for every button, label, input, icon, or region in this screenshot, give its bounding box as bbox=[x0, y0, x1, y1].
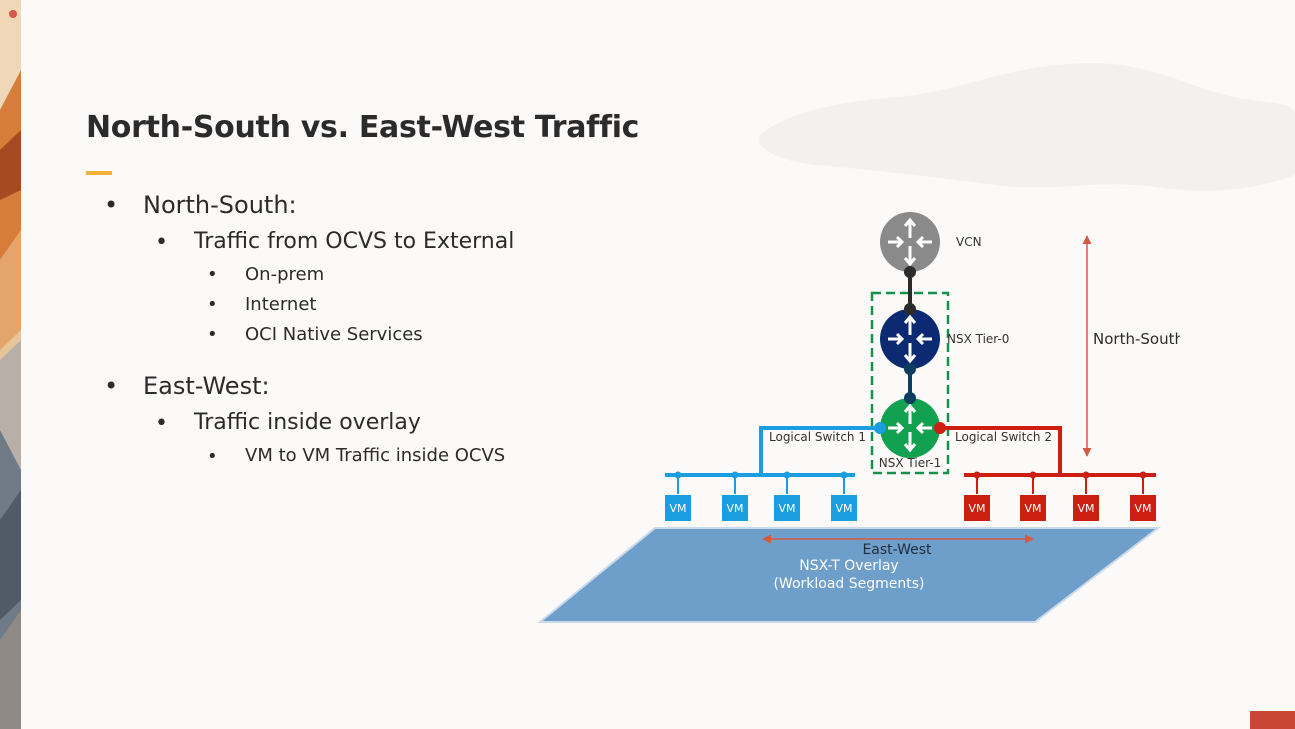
logical-switch-2-label: Logical Switch 2 bbox=[955, 430, 1052, 444]
tier0-label: NSX Tier-0 bbox=[947, 332, 1009, 346]
tier1-label: NSX Tier-1 bbox=[879, 456, 941, 470]
bullet-item: Traffic from OCVS to External bbox=[194, 229, 515, 254]
svg-text:VM: VM bbox=[968, 502, 985, 515]
bullet-dot: • bbox=[207, 324, 218, 345]
bullet-dot: • bbox=[207, 264, 218, 285]
vm-box-red: VM bbox=[1073, 495, 1099, 521]
vcn-router-icon bbox=[880, 212, 940, 272]
slide-title: North-South vs. East-West Traffic bbox=[86, 110, 640, 145]
nsx-edge-box bbox=[870, 291, 950, 475]
bullet-dot: • bbox=[155, 411, 168, 436]
bullet-dot: • bbox=[207, 446, 218, 467]
logical-switch-1-label: Logical Switch 1 bbox=[769, 430, 866, 444]
link-dot bbox=[904, 363, 916, 375]
bullet-item: Internet bbox=[245, 294, 317, 315]
bullet-dot: • bbox=[104, 372, 119, 400]
decorative-strip bbox=[0, 0, 21, 729]
overlay-subtitle: (Workload Segments) bbox=[773, 576, 924, 592]
svg-text:VM: VM bbox=[1134, 502, 1151, 515]
logical-switch-1-line bbox=[759, 426, 880, 474]
bullet-item: OCI Native Services bbox=[245, 324, 423, 345]
vm-box-red: VM bbox=[1020, 495, 1046, 521]
vm-box-blue: VM bbox=[774, 495, 800, 521]
corner-accent bbox=[1250, 711, 1295, 729]
background-texture bbox=[755, 55, 1295, 200]
svg-text:VM: VM bbox=[835, 502, 852, 515]
network-diagram: East-West NSX-T Overlay (Workload Segmen… bbox=[537, 212, 1180, 623]
bullet-item: East-West: bbox=[143, 372, 270, 400]
link-dot bbox=[904, 266, 916, 278]
vm-box-blue: VM bbox=[665, 495, 691, 521]
svg-text:VM: VM bbox=[669, 502, 686, 515]
bullet-item: Traffic inside overlay bbox=[194, 410, 421, 435]
overlay-plane bbox=[537, 527, 1161, 623]
svg-text:VM: VM bbox=[726, 502, 743, 515]
bullet-item: VM to VM Traffic inside OCVS bbox=[245, 445, 506, 466]
link-dot bbox=[874, 422, 886, 434]
svg-text:VM: VM bbox=[1024, 502, 1041, 515]
vm-box-red: VM bbox=[964, 495, 990, 521]
overlay-title: NSX-T Overlay bbox=[799, 558, 898, 574]
bullet-dot: • bbox=[104, 191, 119, 219]
svg-text:VM: VM bbox=[1077, 502, 1094, 515]
svg-text:VM: VM bbox=[778, 502, 795, 515]
vm-box-blue: VM bbox=[831, 495, 857, 521]
link-dot bbox=[904, 392, 916, 404]
bullet-item: North-South: bbox=[143, 191, 297, 219]
link-dot bbox=[934, 422, 946, 434]
vcn-label: VCN bbox=[956, 235, 982, 249]
vm-box-red: VM bbox=[1130, 495, 1156, 521]
bullet-dot: • bbox=[207, 294, 218, 315]
title-accent-bar bbox=[86, 171, 112, 175]
bullet-dot: • bbox=[155, 230, 168, 255]
logical-switch-2-line bbox=[940, 426, 1062, 474]
tier1-router-icon bbox=[880, 398, 940, 458]
east-west-label: East-West bbox=[862, 542, 932, 558]
bullet-item: On-prem bbox=[245, 264, 325, 285]
link-dot bbox=[904, 303, 916, 315]
vm-box-blue: VM bbox=[722, 495, 748, 521]
tier0-router-icon bbox=[880, 309, 940, 369]
north-south-label: North-South bbox=[1093, 330, 1180, 348]
